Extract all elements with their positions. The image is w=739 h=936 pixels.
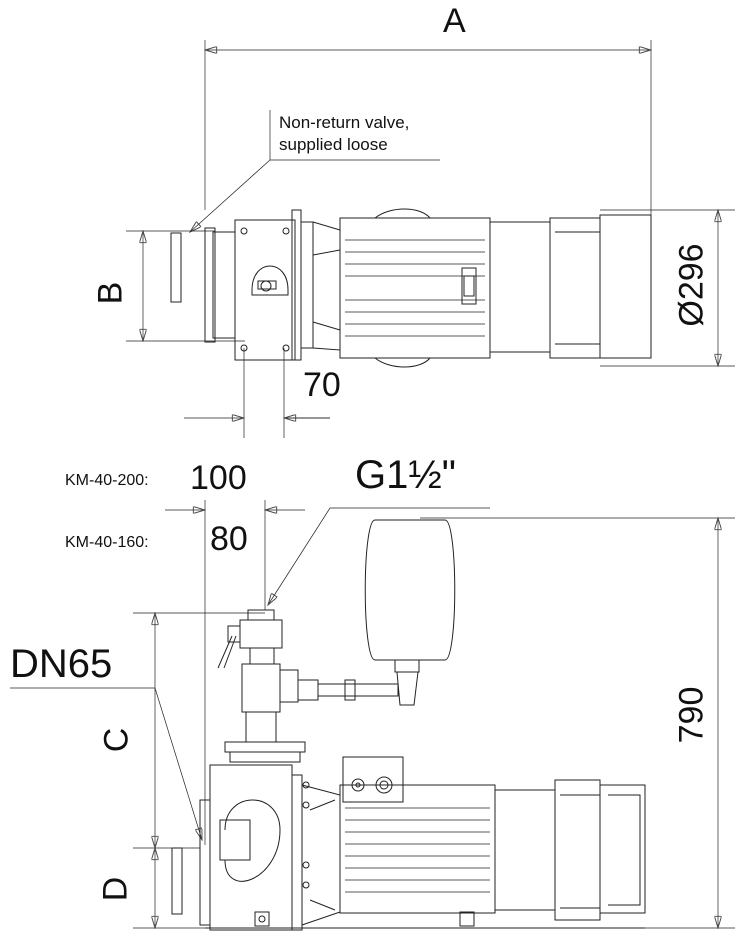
thread-size-label: G1½"	[355, 453, 456, 497]
km-40-160-value: 80	[210, 520, 248, 558]
dimension-790-label: 790	[672, 686, 711, 744]
dimension-diameter-label: Ø296	[672, 243, 711, 327]
motor-body	[339, 784, 496, 914]
dn65-label: DN65	[10, 642, 113, 686]
valve-note-line1: Non-return valve,	[279, 113, 410, 132]
dimension-d-label: D	[96, 876, 135, 902]
pressure-tank	[364, 519, 456, 661]
km-40-200-value: 100	[190, 459, 247, 497]
terminal-box	[342, 756, 404, 803]
side-view	[10, 500, 735, 931]
valve-note-line2: supplied loose	[279, 135, 388, 154]
km-40-200-label: KM-40-200:	[65, 472, 149, 489]
valve-plate-top	[170, 232, 182, 303]
km-40-160-label: KM-40-160:	[65, 534, 149, 551]
top-view	[126, 40, 735, 438]
valve-plate-side	[171, 847, 183, 915]
dimension-b-label: B	[91, 281, 130, 305]
dimension-c-label: C	[97, 727, 136, 753]
dimension-70-label: 70	[303, 366, 341, 404]
dimension-a-label: A	[443, 2, 466, 40]
